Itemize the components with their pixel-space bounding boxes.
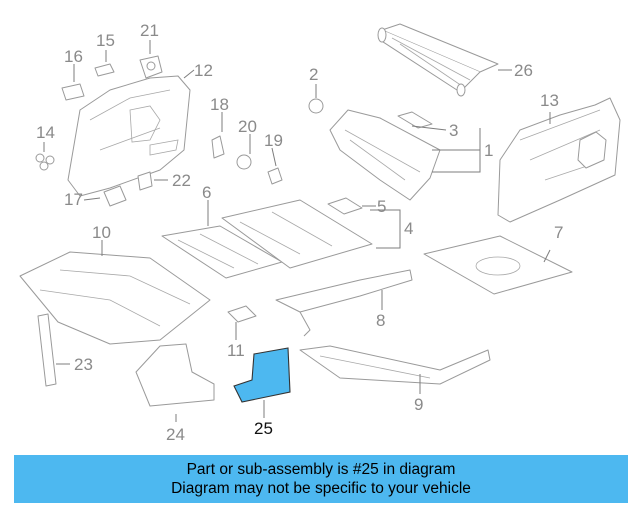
part-10-floor-carpet: [19, 251, 211, 345]
part-15-clip: [94, 63, 115, 77]
callout-24: 24: [166, 425, 185, 444]
callout-17: 17: [64, 190, 83, 209]
part-20-clip: [236, 154, 252, 170]
callout-2: 2: [309, 65, 318, 84]
callout-1: 1: [484, 141, 493, 160]
banner-line-2: Diagram may not be specific to your vehi…: [171, 480, 471, 497]
part-4-cargo-floor: [221, 199, 373, 269]
callout-4: 4: [404, 219, 413, 238]
callout-21: 21: [140, 21, 159, 40]
callout-8: 8: [376, 311, 385, 330]
part-1-rear-panel: [329, 109, 441, 201]
callout-26: 26: [514, 61, 533, 80]
part-11-bracket: [227, 305, 257, 323]
callout-15: 15: [96, 31, 115, 50]
callout-22: 22: [172, 171, 191, 190]
part-13-right-quarter-trim: [497, 97, 621, 223]
part-8-rail: [275, 269, 413, 337]
callout-9: 9: [414, 395, 423, 414]
banner-line-1: Part or sub-assembly is #25 in diagram: [186, 461, 456, 478]
part-22-clip: [137, 171, 153, 191]
callout-12: 12: [194, 61, 213, 80]
part-26-cargo-cover: [377, 23, 499, 97]
part-16-clip: [61, 83, 85, 101]
part-21-clip: [139, 55, 163, 79]
callout-23: 23: [74, 355, 93, 374]
callout-18: 18: [210, 95, 229, 114]
callout-6: 6: [202, 183, 211, 202]
callout-19: 19: [264, 131, 283, 150]
callout-25: 25: [254, 419, 273, 438]
callout-14: 14: [36, 123, 55, 142]
part-25-highlighted: [233, 347, 291, 403]
part-12-left-quarter-trim: [67, 75, 191, 197]
callout-16: 16: [64, 47, 83, 66]
part-17-clip: [103, 185, 127, 207]
callout-7: 7: [554, 223, 563, 242]
callout-20: 20: [238, 117, 257, 136]
part-23-strip: [37, 313, 57, 387]
info-banner: Part or sub-assembly is #25 in diagram D…: [14, 455, 628, 503]
parts-diagram: 1 2 3 4 5 6 7 8 9 10 11 12 13 14 15 16 1…: [19, 21, 621, 444]
part-24-trim: [135, 343, 215, 407]
part-14-clips: [35, 153, 55, 171]
callout-3: 3: [449, 121, 458, 140]
part-9-rail: [299, 345, 491, 385]
callout-10: 10: [92, 223, 111, 242]
part-18-clip: [211, 135, 225, 159]
callout-11: 11: [227, 341, 245, 360]
part-7-mat: [423, 235, 573, 295]
part-5-cover: [327, 197, 363, 215]
callout-5: 5: [377, 197, 386, 216]
callout-13: 13: [540, 91, 559, 110]
part-2-clip: [308, 98, 324, 114]
leader-lines: [43, 40, 551, 422]
part-19-clip: [267, 167, 283, 185]
